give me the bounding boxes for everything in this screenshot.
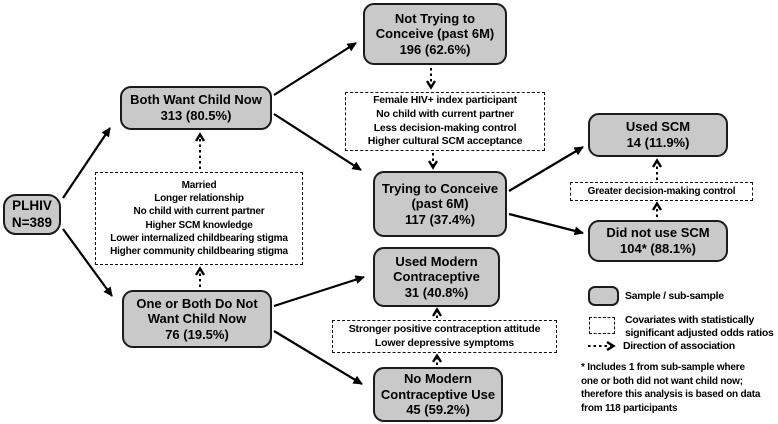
legend-covariates-label: Covariates with statistically significan… — [625, 314, 774, 340]
node-used-scm-line: 14 (11.9%) — [626, 135, 690, 150]
node-did-not-use-scm-line: 104* (88.1%) — [620, 241, 696, 256]
covariate-line: Greater decision-making control — [587, 185, 736, 197]
node-not-trying-to-conceive: Not Trying to Conceive (past 6M) 196 (62… — [363, 3, 507, 65]
node-no-modern-contraceptive: No Modern Contraceptive Use 45 (59.2%) — [373, 367, 503, 422]
node-trying-line: 117 (37.4%) — [404, 211, 476, 227]
node-trying-to-conceive: Trying to Conceive (past 6M) 117 (37.4%) — [373, 171, 507, 237]
node-used-modern-line: 31 (40.8%) — [404, 284, 469, 300]
node-one-or-both-do-not-want: One or Both Do Not Want Child Now 76 (19… — [122, 290, 272, 348]
covariate-line: Stronger positive contraception attitude — [348, 322, 541, 335]
arrow-plhiv-to-both-want — [62, 127, 111, 199]
node-plhiv: PLHIV N=389 — [3, 194, 61, 235]
node-plhiv-line: N=389 — [11, 214, 53, 230]
legend-covariates-label-line: Covariates with statistically — [625, 314, 755, 326]
footnote-line: from 118 participants — [581, 402, 678, 414]
covariate-line: Higher SCM knowledge — [145, 219, 253, 231]
node-not-trying-line: 196 (62.6%) — [399, 41, 471, 57]
legend-sample-swatch-icon — [588, 286, 619, 306]
node-did-not-use-scm-line: Did not use SCM — [606, 225, 710, 241]
node-used-modern-contraceptive: Used Modern Contraceptive 31 (40.8%) — [373, 247, 500, 307]
node-used-modern-line: Contraceptive — [393, 269, 480, 285]
covariate-line: Lower internalized childbearing stigma — [110, 232, 288, 244]
covariates-box-female-hiv: Female HIV+ index participant No child w… — [345, 92, 545, 151]
footnote: * Includes 1 from sub-sample where one o… — [581, 361, 777, 415]
covariate-line: Female HIV+ index participant — [373, 93, 517, 106]
covariate-line: No child with current partner — [376, 107, 514, 120]
node-trying-line: Trying to Conceive — [381, 180, 499, 196]
footnote-line: therefore this analysis is based on data — [581, 389, 761, 400]
covariates-box-contraception: Stronger positive contraception attitude… — [332, 320, 557, 353]
node-one-or-both-line: One or Both Do Not — [136, 295, 258, 311]
node-no-modern-line: Contraceptive Use — [380, 386, 496, 402]
node-did-not-use-scm: Did not use SCM 104* (88.1%) — [588, 220, 728, 262]
node-no-modern-line: No Modern — [404, 371, 472, 387]
covariate-line: Higher community childbearing stigma — [110, 245, 288, 257]
arrow-both-want-to-trying — [273, 113, 362, 171]
arrow-trying-to-used-scm — [508, 146, 584, 192]
legend-covariates-label-line: significant adjusted odds ratios — [625, 327, 774, 340]
node-both-want-line: Both Want Child Now — [130, 92, 262, 108]
covariate-line: Higher cultural SCM acceptance — [367, 135, 523, 148]
arrow-both-want-to-not-trying — [273, 42, 357, 96]
node-not-trying-line: Conceive (past 6M) — [375, 26, 495, 42]
legend-sample-label: Sample / sub-sample — [625, 290, 724, 302]
covariates-box-married: Married Longer relationship No child wit… — [95, 172, 303, 265]
arrow-one-or-both-to-no-modern — [273, 330, 363, 385]
node-used-scm: Used SCM 14 (11.9%) — [588, 113, 728, 157]
node-used-modern-line: Used Modern — [395, 253, 478, 269]
node-trying-line: (past 6M) — [411, 196, 469, 212]
covariate-line: No child with current partner — [133, 206, 265, 218]
covariate-line: Longer relationship — [154, 193, 244, 205]
node-no-modern-line: 45 (59.2%) — [406, 402, 470, 418]
covariate-line: Lower depressive symptoms — [374, 336, 515, 349]
arrow-one-or-both-to-used-modern — [273, 275, 365, 308]
arrow-trying-to-did-not-use-scm — [508, 212, 584, 236]
footnote-line: * Includes 1 from sub-sample where — [581, 362, 745, 373]
node-one-or-both-line: Want Child Now — [147, 311, 247, 327]
node-both-want-line: 313 (80.5%) — [160, 108, 232, 123]
arrow-plhiv-to-one-or-both — [62, 228, 113, 297]
legend-direction-label: Direction of association — [623, 340, 735, 352]
covariate-line: Less decision-making control — [373, 121, 517, 134]
legend-covariates-swatch-icon — [589, 317, 615, 334]
node-used-scm-line: Used SCM — [625, 119, 691, 135]
covariates-box-greater-control: Greater decision-making control — [570, 182, 753, 201]
node-not-trying-line: Not Trying to — [394, 10, 476, 26]
covariate-line: Married — [181, 179, 217, 191]
footnote-line: one or both did not want child now; — [581, 375, 743, 387]
node-one-or-both-line: 76 (19.5%) — [165, 326, 229, 342]
node-both-want-child-now: Both Want Child Now 313 (80.5%) — [120, 86, 272, 130]
node-plhiv-line: PLHIV — [12, 198, 52, 214]
